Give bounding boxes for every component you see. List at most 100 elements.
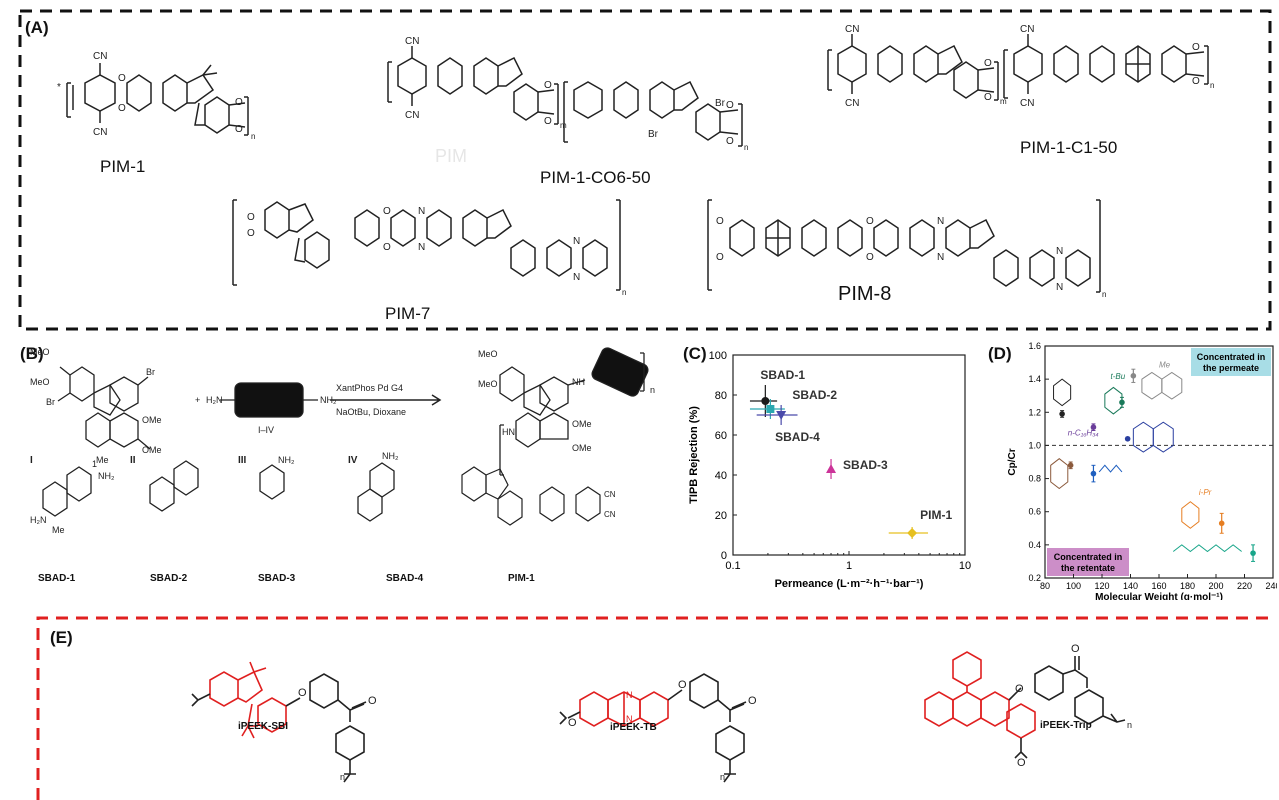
b-meo-4: MeO [478,379,498,389]
decalin-sketch-2 [1152,421,1174,453]
chart-d-xtick-label: 220 [1237,581,1252,591]
panel-a [18,9,1272,331]
chart-c-point-sbad-1 [749,385,778,417]
c1-cn-1: CN [845,24,859,35]
pim-1-co6-50-name: PIM-1-CO6-50 [540,168,651,187]
chart-d-ytick-label: 1.2 [1028,407,1041,417]
chart-d-point-toluene [1059,410,1065,418]
co6-sub-m: m [560,121,567,130]
chart-d-ytick-label: 0.2 [1028,573,1041,583]
chart-c-marker [766,405,775,413]
ipeek-sbi-name: iPEEK-SBI [238,721,289,732]
b-nh: NH [572,377,585,387]
chart-c-marker [826,464,837,473]
methylnaphthalene-sketch [1141,371,1163,400]
monomer-sbad-1: SBAD-1 [38,573,76,584]
pim1-o1: O [118,73,126,84]
b-meo-2: MeO [30,377,50,387]
b-box-label: I–IV [258,425,274,435]
pim8-o2: O [716,252,724,263]
panel-c-label: (C) [683,344,707,363]
b-nh2-4: NH₂ [382,451,399,461]
faded-pim-text: PIM [435,146,468,166]
pim-1-c1-50-name: PIM-1-C1-50 [1020,138,1118,157]
pim-1-co6-50-structure: CN CN Br Br O O O O m n [387,36,748,152]
chart-d-marker [1067,462,1074,469]
pim7-o2: O [247,228,255,239]
tb-n-2: N [626,714,633,724]
pim-8-name: PIM-8 [838,283,892,305]
pim-1-c1-50-structure: CN CN CN CN O O O O m n [827,24,1214,109]
chart-c-ytick-label: 40 [715,470,727,482]
trip-o-bottom: O [1017,757,1026,769]
tb-o-ether: O [678,679,687,691]
retentate-box [1047,548,1129,576]
co6-o4: O [726,136,734,147]
co6-br-bottom: Br [648,129,659,140]
chart-c-ytick-label: 100 [709,350,727,362]
b-hn: HN [502,427,515,437]
b-pim-cn-1: CN [604,490,616,499]
tb-n-1: N [626,690,633,700]
c1-sub-n: n [1210,81,1214,90]
pim7-n2: N [418,242,425,253]
chart-d-marker [1218,520,1225,527]
chart-c-frame [732,354,966,556]
pim-8-structure: O O O O N N N N n [707,199,1106,299]
permeate-box [1191,348,1271,376]
b-me-2: Me [52,525,65,535]
chart-c-marker [907,528,918,538]
hexadecane-sketch [1172,544,1242,553]
b-br-1: Br [146,367,155,377]
chart-d-xtick-label: 80 [1040,581,1050,591]
b-compound-1: 1 [92,459,97,469]
b-meo-1: MeO [30,347,50,357]
pim8-n4: N [1056,282,1063,293]
chart-c-annotation: SBAD-1 [760,368,805,382]
pim8-o4: O [866,252,874,263]
chart-d-xtick-label: 160 [1151,581,1166,591]
isooctane-sketch [1098,464,1123,473]
chart-c-marker [776,411,787,420]
trip-o-ketone: O [1071,643,1080,655]
tbutylbenzene-sketch [1104,386,1123,415]
co6-br-top: Br [715,98,726,109]
chart-d-ytick-label: 1.4 [1028,374,1041,384]
b-ome-1: OMe [142,415,162,425]
chart-c-xtick-label: 10 [959,560,971,572]
chart-c-annotation: SBAD-4 [775,430,820,444]
chart-d-ylabel: Cp/Cr [1007,448,1018,475]
panel-e-border [36,616,1275,800]
co6-cn-bottom: CN [405,110,419,121]
chart-c-annotation: SBAD-2 [792,388,837,402]
monomer-pim-1: PIM-1 [508,573,535,584]
sbi-o-ether: O [298,687,307,699]
sbi-o-ketone: O [368,695,377,707]
c1-o4: O [1192,76,1200,87]
ipeek-tb-structure: O O O N N n [559,673,757,783]
pim8-sub-n: n [1102,290,1106,299]
decalin-sketch [1132,421,1154,453]
chart-c-xtick-label: 0.1 [725,560,740,572]
pim7-o3: O [383,206,391,217]
b-numeral-1: I [30,455,33,466]
trip-o-ether: O [1015,683,1024,695]
b-h2n: H₂N [206,395,223,405]
chart-d-marker [1124,436,1131,442]
b-numeral-2: II [130,455,136,466]
b-meo-3: MeO [478,349,498,359]
pim1-cn-top: CN [93,51,107,62]
chart-d-xlabel: Molecular Weight (g·mol⁻¹) [1095,592,1223,600]
chart-d-xtick-label: 240 [1265,581,1277,591]
chart-d-ytick-label: 0.8 [1028,474,1041,484]
chart-d-point-n-c16h34 [1090,423,1097,432]
b-me-1: Me [96,455,109,465]
chart-d-xtick-label: 140 [1123,581,1138,591]
b-ome-4: OMe [572,443,592,453]
panel-e [36,616,1275,800]
chart-c-xlabel: Permeance (L·m⁻²·h⁻¹·bar⁻¹) [775,578,924,590]
tb-sub-n: n [720,772,725,782]
chart-d-point-methylcyclohexane [1067,461,1074,470]
sbi-sub-n: n [340,772,345,782]
permeate-label-1: Concentrated in [1197,352,1266,362]
